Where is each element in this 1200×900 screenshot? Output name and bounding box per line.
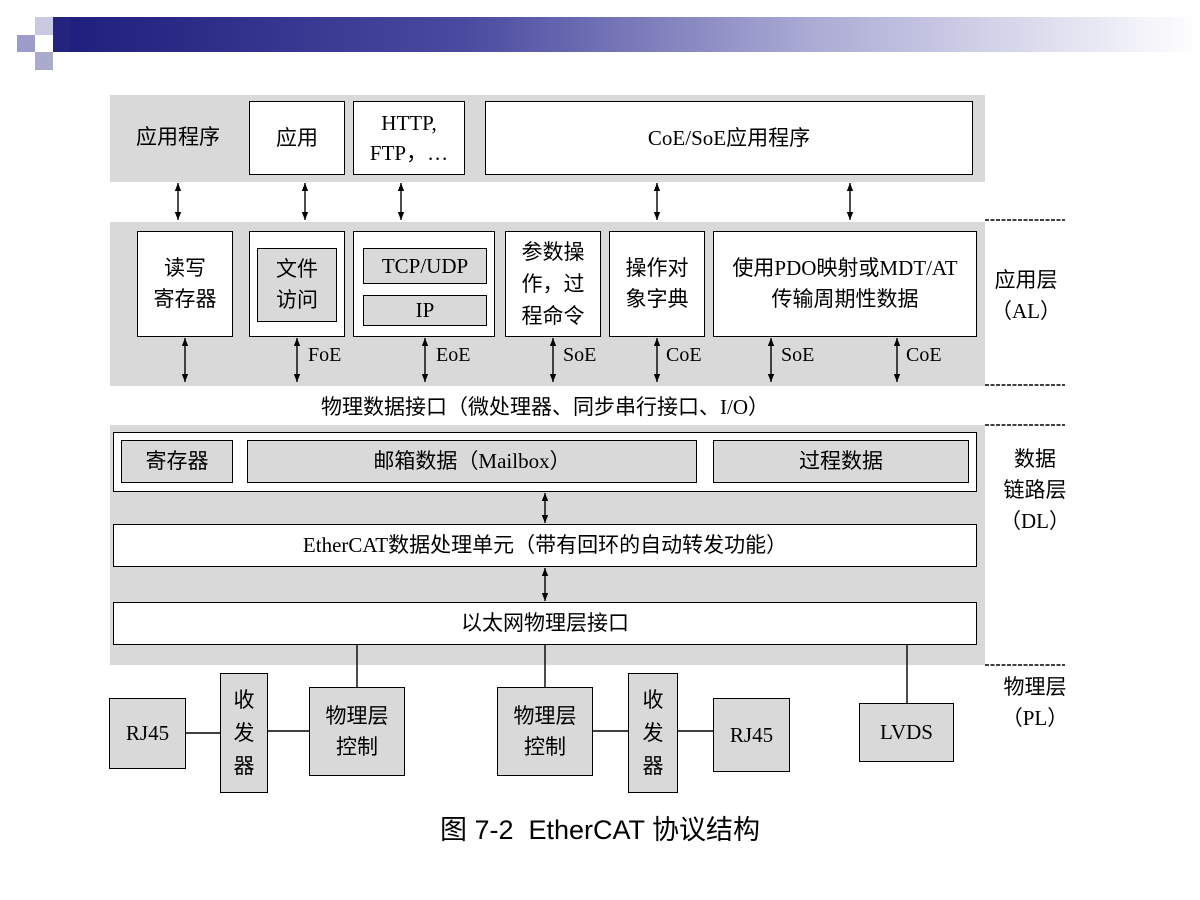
layer-label-pl-line-1: 物理层 bbox=[1003, 675, 1067, 699]
dl-process-data-box: 过程数据 bbox=[713, 440, 969, 483]
transceiver-right-char-2: 发 bbox=[642, 720, 664, 745]
protocol-label-eoe: EoE bbox=[436, 344, 471, 366]
rj45-right-box: RJ45 bbox=[713, 698, 790, 772]
layer-label-al: 应用层 （AL） bbox=[985, 265, 1067, 327]
decoration-square bbox=[35, 17, 53, 35]
transceiver-left-char-3: 器 bbox=[233, 753, 255, 778]
cyclic-data-box: 使用PDO映射或MDT/AT 传输周期性数据 bbox=[713, 231, 977, 337]
protocol-label-coe-right: CoE bbox=[906, 344, 942, 366]
ftp-text: FTP，… bbox=[369, 141, 449, 165]
phy-control-right-box: 物理层 控制 bbox=[497, 687, 593, 776]
transceiver-left-box: 收 发 器 bbox=[220, 673, 268, 793]
rj45-left-text: RJ45 bbox=[125, 721, 170, 745]
transceiver-left-char-1: 收 bbox=[233, 687, 255, 712]
app-box: 应用 bbox=[249, 101, 345, 175]
object-dictionary-box: 操作对 象字典 bbox=[609, 231, 705, 337]
ethernet-phy-interface-box: 以太网物理层接口 bbox=[113, 602, 977, 645]
layer-label-dl-line-1: 数据 bbox=[1014, 447, 1056, 471]
ip-box: IP bbox=[363, 295, 487, 326]
rj45-left-box: RJ45 bbox=[109, 698, 186, 769]
lvds-box: LVDS bbox=[859, 703, 954, 762]
cyclic-data-line-2: 传输周期性数据 bbox=[771, 287, 919, 311]
transceiver-left-char-2: 发 bbox=[233, 720, 255, 745]
tcp-udp-box: TCP/UDP bbox=[363, 248, 487, 284]
layer-label-pl-line-2: （PL） bbox=[1001, 706, 1069, 730]
parameter-process-line-3: 程命令 bbox=[521, 304, 585, 328]
decoration-square bbox=[35, 52, 53, 70]
object-dictionary-line-1: 操作对 bbox=[625, 256, 689, 280]
processing-unit-box: EtherCAT数据处理单元（带有回环的自动转发功能） bbox=[113, 524, 977, 567]
app-box-text: 应用 bbox=[276, 125, 318, 150]
transceiver-right-char-3: 器 bbox=[642, 753, 664, 778]
phy-control-left-box: 物理层 控制 bbox=[309, 687, 405, 776]
phy-control-left-line-2: 控制 bbox=[336, 734, 378, 759]
phy-control-left-line-1: 物理层 bbox=[325, 703, 389, 728]
parameter-process-line-2: 作，过 bbox=[521, 272, 585, 296]
layer-label-al-line-2: （AL） bbox=[991, 299, 1061, 323]
dl-mailbox-box: 邮箱数据（Mailbox） bbox=[247, 440, 697, 483]
ethernet-phy-interface-text: 以太网物理层接口 bbox=[461, 611, 629, 635]
protocol-label-soe-left: SoE bbox=[563, 344, 597, 366]
physical-data-interface-label: 物理数据接口（微处理器、同步串行接口、I/O） bbox=[321, 395, 769, 419]
phy-control-right-line-2: 控制 bbox=[524, 734, 566, 759]
application-label: 应用程序 bbox=[136, 125, 220, 149]
cyclic-data-line-1: 使用PDO映射或MDT/AT bbox=[732, 256, 958, 280]
ip-text: IP bbox=[415, 298, 435, 322]
dl-mailbox-text: 邮箱数据（Mailbox） bbox=[373, 449, 571, 473]
layer-label-pl: 物理层 （PL） bbox=[994, 672, 1076, 734]
read-write-register-line-1: 读写 bbox=[164, 256, 206, 280]
parameter-process-line-1: 参数操 bbox=[521, 240, 585, 264]
phy-control-right-line-1: 物理层 bbox=[513, 703, 577, 728]
dl-register-box: 寄存器 bbox=[121, 440, 233, 483]
decoration-square bbox=[17, 35, 35, 52]
file-access-box: 文件 访问 bbox=[257, 248, 337, 322]
layer-label-dl-line-3: （DL） bbox=[1000, 509, 1070, 533]
read-write-register-box: 读写 寄存器 bbox=[137, 231, 233, 337]
tcp-udp-text: TCP/UDP bbox=[381, 253, 469, 278]
file-access-line-2: 访问 bbox=[276, 288, 318, 312]
object-dictionary-line-2: 象字典 bbox=[625, 287, 689, 311]
file-access-line-1: 文件 bbox=[276, 257, 318, 281]
read-write-register-line-2: 寄存器 bbox=[153, 287, 217, 311]
figure-caption: 图 7-2 EtherCAT 协议结构 bbox=[439, 815, 761, 845]
dl-register-text: 寄存器 bbox=[145, 449, 209, 473]
coe-soe-app-box: CoE/SoE应用程序 bbox=[485, 101, 973, 175]
processing-unit-text: EtherCAT数据处理单元（带有回环的自动转发功能） bbox=[302, 533, 788, 557]
protocol-label-soe-right: SoE bbox=[781, 344, 815, 366]
coe-soe-app-text: CoE/SoE应用程序 bbox=[647, 125, 811, 150]
decoration-square bbox=[53, 17, 70, 52]
protocol-label-coe-left: CoE bbox=[666, 344, 702, 366]
header-gradient-bar bbox=[70, 17, 1200, 52]
decoration-square bbox=[17, 17, 35, 35]
http-text: HTTP, bbox=[381, 111, 437, 135]
transceiver-right-char-1: 收 bbox=[642, 687, 664, 712]
layer-label-dl: 数据 链路层 （DL） bbox=[994, 444, 1076, 537]
rj45-right-text: RJ45 bbox=[729, 722, 774, 747]
parameter-process-box: 参数操 作，过 程命令 bbox=[505, 231, 601, 337]
dl-process-data-text: 过程数据 bbox=[799, 449, 883, 473]
layer-label-al-line-1: 应用层 bbox=[994, 268, 1058, 292]
lvds-text: LVDS bbox=[880, 720, 933, 744]
decoration-square bbox=[35, 35, 53, 52]
transceiver-right-box: 收 发 器 bbox=[628, 673, 678, 793]
layer-label-dl-line-2: 链路层 bbox=[1003, 478, 1067, 502]
http-ftp-box: HTTP, FTP，… bbox=[353, 101, 465, 175]
protocol-label-foe: FoE bbox=[308, 344, 342, 366]
